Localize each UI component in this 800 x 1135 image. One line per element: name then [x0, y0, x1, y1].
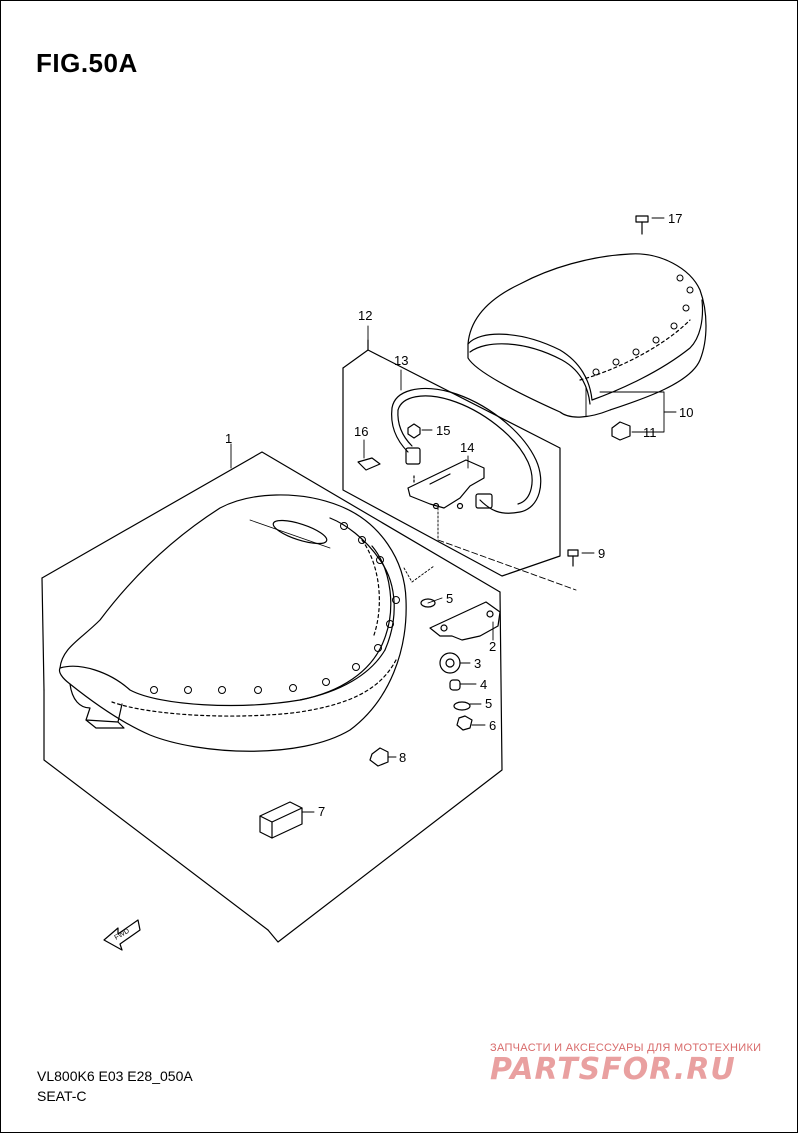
callout-11: 11	[643, 425, 657, 440]
callout-14: 14	[460, 440, 474, 455]
seat-bracket-part	[429, 601, 501, 641]
callout-13: 13	[394, 353, 408, 368]
rear-seat-studs	[592, 274, 694, 376]
callout-6: 6	[489, 718, 496, 733]
callout-10: 10	[679, 405, 693, 420]
figure-title: FIG.50A	[36, 48, 138, 78]
backrest-frame	[391, 387, 542, 514]
callout-2: 2	[489, 639, 496, 654]
callout-17: 17	[668, 211, 682, 226]
backrest-bracket	[407, 459, 485, 510]
figure-name: SEAT-C	[37, 1088, 87, 1104]
callout-7: 7	[318, 804, 325, 819]
callout-9: 9	[598, 546, 605, 561]
backrest-hardware	[357, 423, 421, 485]
rear-callout-leaders	[581, 217, 677, 554]
front-callout-leaders	[230, 443, 494, 813]
callout-4: 4	[480, 677, 487, 692]
callout-labels: 1 2 3 4 5 5 6 7 8 9 10 11 12 13 14 15 16…	[225, 211, 693, 819]
callout-8: 8	[399, 750, 406, 765]
front-seat	[58, 494, 407, 752]
backrest-callout-leaders	[363, 369, 577, 591]
callout-3: 3	[474, 656, 481, 671]
fwd-direction-arrow: FWD	[103, 919, 141, 951]
rear-seat	[467, 253, 707, 418]
callout-5b: 5	[485, 696, 492, 711]
backrest-group-outline	[342, 325, 561, 577]
watermark-logo: PARTSFOR.RU	[490, 1052, 736, 1087]
rear-hardware	[567, 215, 649, 567]
watermark-tagline: ЗАПЧАСТИ И АКСЕССУАРЫ ДЛЯ МОТОТЕХНИКИ	[490, 1042, 762, 1054]
small-hardware	[259, 598, 473, 839]
callout-5a: 5	[446, 591, 453, 606]
figure-code: VL800K6 E03 E28_050A	[37, 1068, 193, 1084]
callout-15: 15	[436, 423, 450, 438]
callout-12: 12	[358, 308, 372, 323]
callout-1: 1	[225, 431, 232, 446]
front-seat-studs	[150, 522, 400, 694]
callout-16: 16	[354, 424, 368, 439]
front-seat-group-outline	[41, 451, 503, 943]
